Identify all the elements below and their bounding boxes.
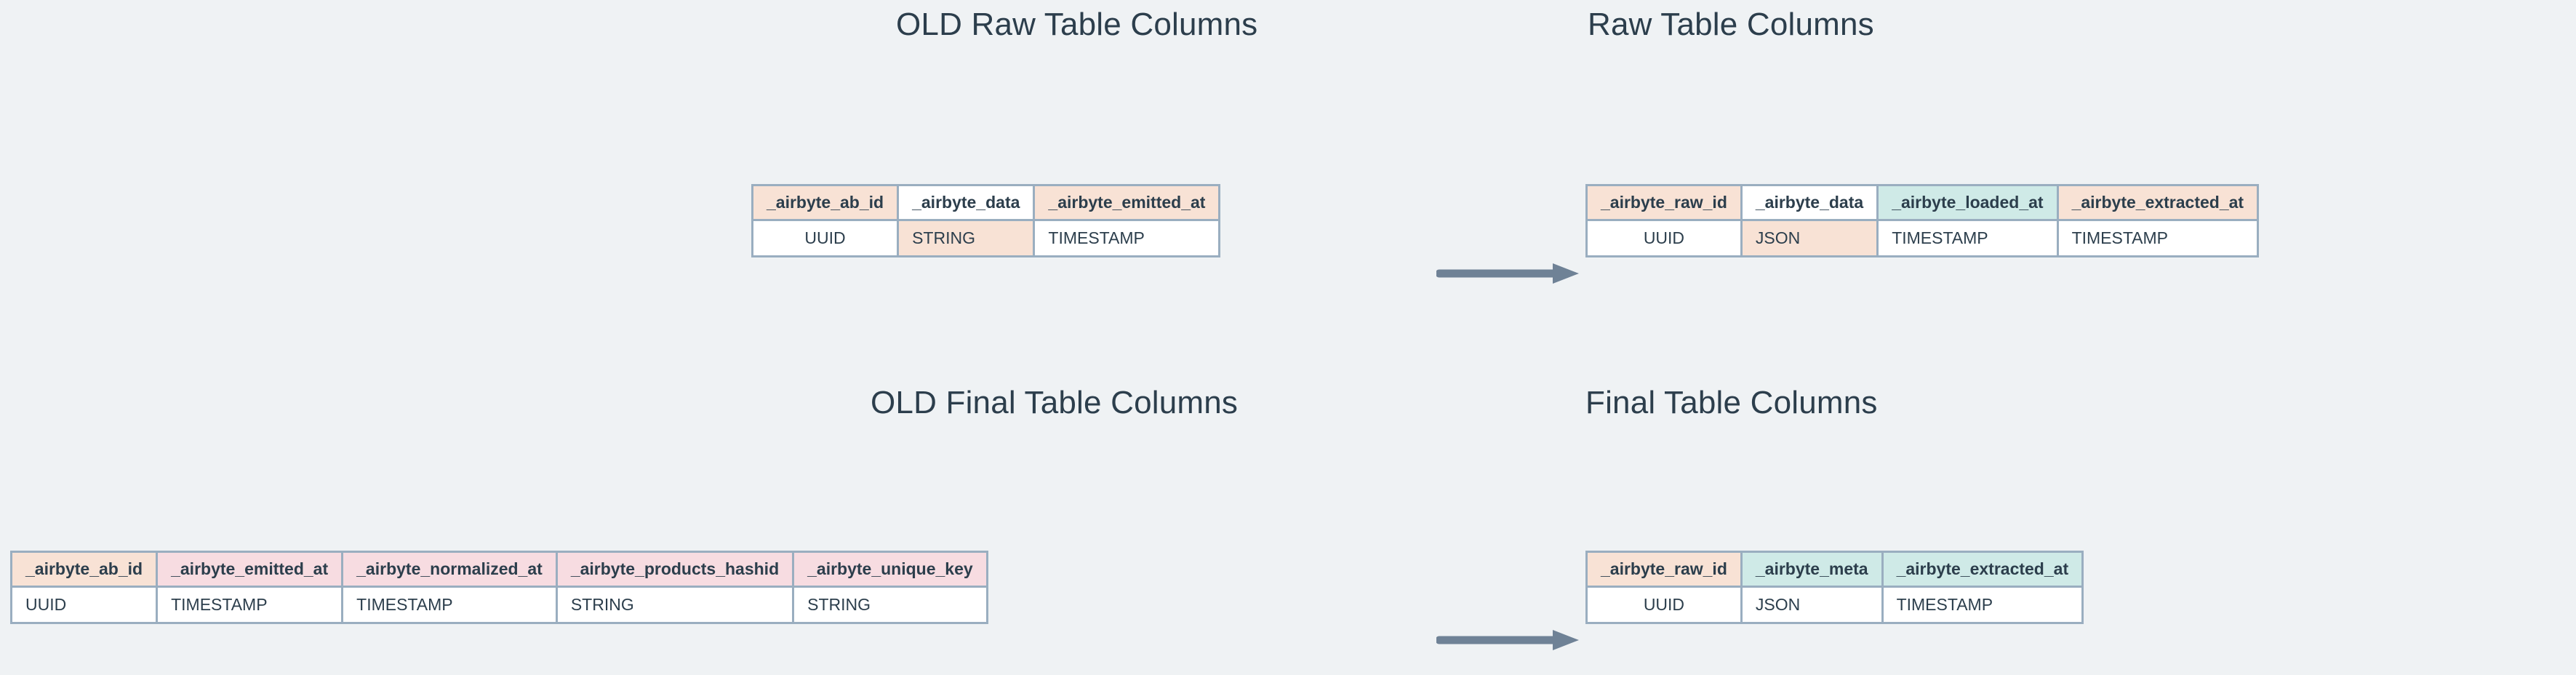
section-title-old-raw-table: OLD Raw Table Columns xyxy=(896,7,1258,42)
column-type-cell: JSON xyxy=(1740,586,1884,624)
column-type-cell: UUID xyxy=(1585,586,1743,624)
column-header-cell: _airbyte_raw_id xyxy=(1585,184,1743,221)
section-title-raw-table: Raw Table Columns xyxy=(1588,7,1874,42)
column-header-cell: _airbyte_ab_id xyxy=(9,551,159,588)
column-header-cell: _airbyte_emitted_at xyxy=(156,551,344,588)
column-type-cell: TIMESTAMP xyxy=(1033,219,1221,257)
table-header-row: _airbyte_ab_id _airbyte_emitted_at _airb… xyxy=(9,551,988,588)
table-old-final-columns: _airbyte_ab_id _airbyte_emitted_at _airb… xyxy=(9,551,988,624)
column-header-cell: _airbyte_extracted_at xyxy=(1881,551,2084,588)
arrow-right-icon xyxy=(1436,630,1579,650)
arrow-right-icon xyxy=(1436,263,1579,284)
table-type-row: UUID JSON TIMESTAMP TIMESTAMP xyxy=(1585,219,2260,257)
table-type-row: UUID STRING TIMESTAMP xyxy=(751,219,1221,257)
column-header-cell: _airbyte_unique_key xyxy=(792,551,988,588)
section-title-old-final-table: OLD Final Table Columns xyxy=(871,385,1239,420)
column-type-cell: TIMESTAMP xyxy=(1881,586,2084,624)
table-raw-columns: _airbyte_raw_id _airbyte_data _airbyte_l… xyxy=(1585,184,2260,257)
column-type-cell: UUID xyxy=(1585,219,1743,257)
column-type-cell: STRING xyxy=(792,586,988,624)
column-header-cell: _airbyte_meta xyxy=(1740,551,1884,588)
table-final-columns: _airbyte_raw_id _airbyte_meta _airbyte_e… xyxy=(1585,551,2084,624)
column-type-cell: UUID xyxy=(751,219,900,257)
column-header-cell: _airbyte_products_hashid xyxy=(555,551,795,588)
column-type-cell: TIMESTAMP xyxy=(2056,219,2260,257)
column-header-cell: _airbyte_ab_id xyxy=(751,184,900,221)
table-type-row: UUID JSON TIMESTAMP xyxy=(1585,586,2084,624)
table-old-raw-columns: _airbyte_ab_id _airbyte_data _airbyte_em… xyxy=(751,184,1221,257)
column-header-cell: _airbyte_emitted_at xyxy=(1033,184,1221,221)
column-header-cell: _airbyte_data xyxy=(1740,184,1879,221)
column-type-cell: TIMESTAMP xyxy=(341,586,558,624)
column-type-cell: UUID xyxy=(9,586,159,624)
table-type-row: UUID TIMESTAMP TIMESTAMP STRING STRING xyxy=(9,586,988,624)
column-header-cell: _airbyte_extracted_at xyxy=(2056,184,2260,221)
column-type-cell: JSON xyxy=(1740,219,1879,257)
column-type-cell: TIMESTAMP xyxy=(1876,219,2059,257)
section-title-final-table: Final Table Columns xyxy=(1585,385,1878,420)
column-type-cell: STRING xyxy=(555,586,795,624)
column-header-cell: _airbyte_loaded_at xyxy=(1876,184,2059,221)
column-type-cell: STRING xyxy=(897,219,1036,257)
table-header-row: _airbyte_ab_id _airbyte_data _airbyte_em… xyxy=(751,184,1221,221)
column-type-cell: TIMESTAMP xyxy=(156,586,344,624)
column-header-cell: _airbyte_normalized_at xyxy=(341,551,558,588)
table-header-row: _airbyte_raw_id _airbyte_data _airbyte_l… xyxy=(1585,184,2260,221)
table-header-row: _airbyte_raw_id _airbyte_meta _airbyte_e… xyxy=(1585,551,2084,588)
column-header-cell: _airbyte_raw_id xyxy=(1585,551,1743,588)
column-header-cell: _airbyte_data xyxy=(897,184,1036,221)
